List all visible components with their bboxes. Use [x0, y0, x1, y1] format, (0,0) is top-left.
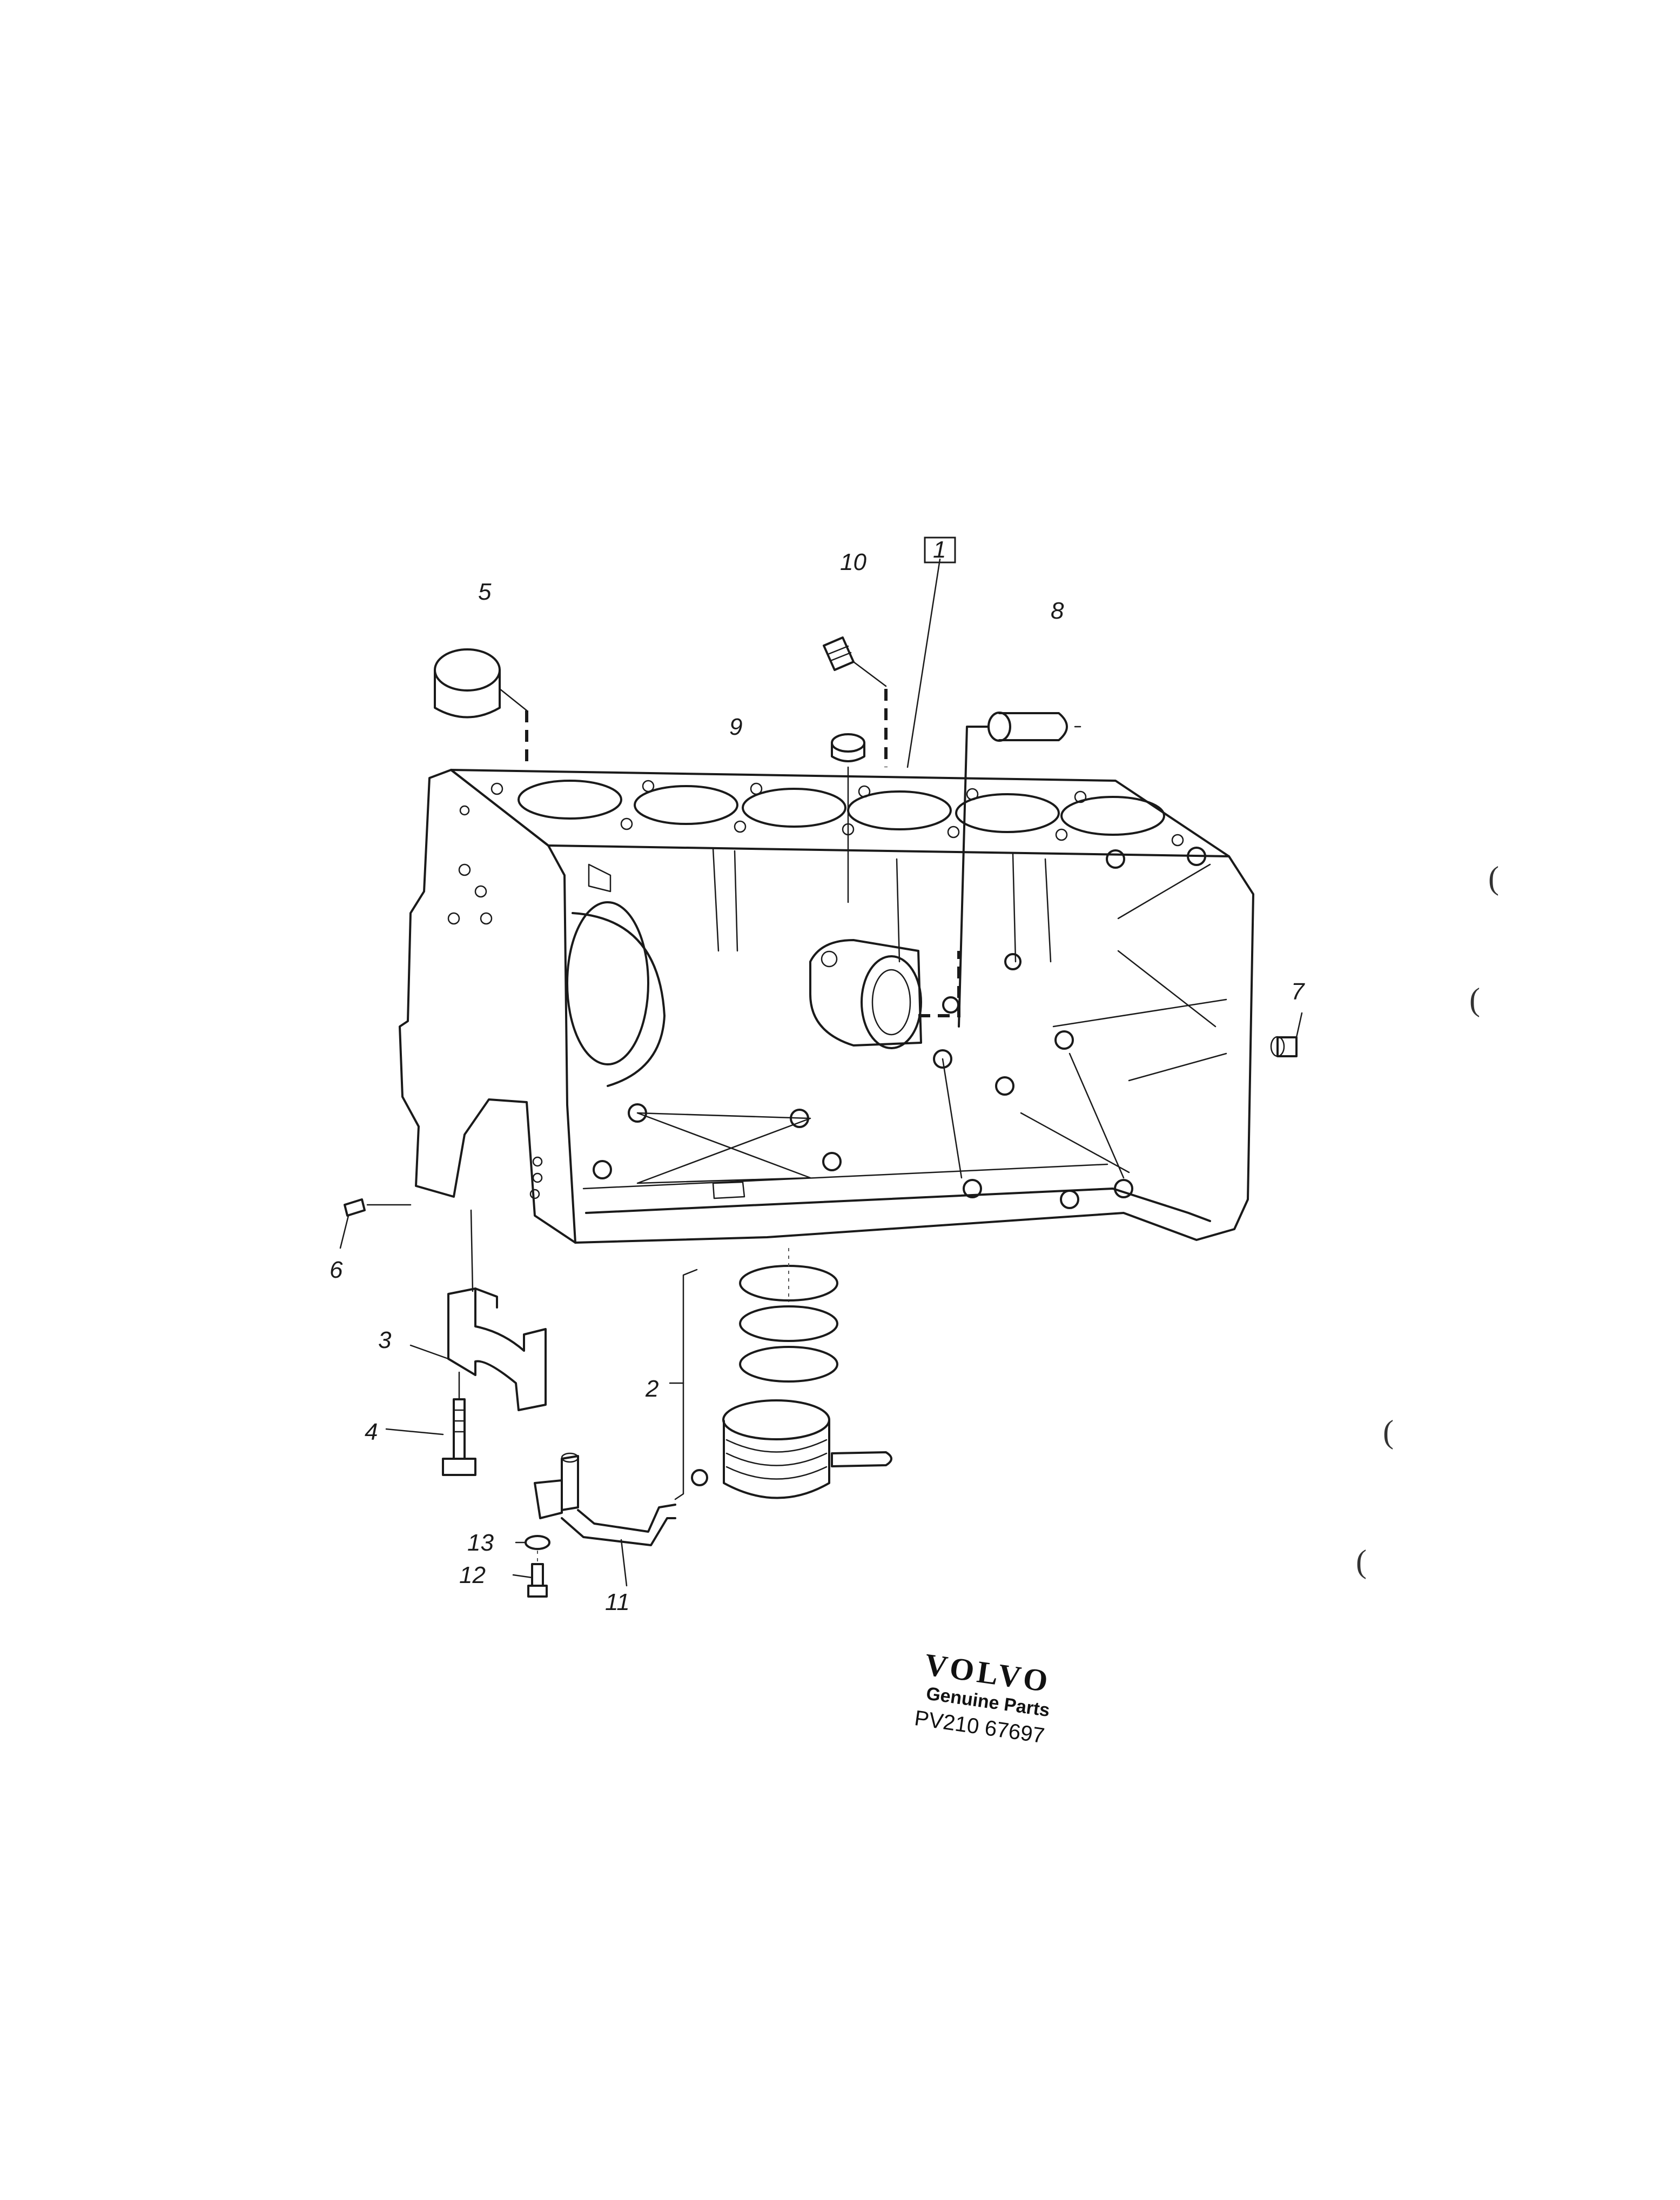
svg-text:1: 1	[933, 536, 946, 563]
callout-1: 1	[924, 536, 956, 564]
main-bearing-cap	[409, 1209, 547, 1411]
water-outlet-housing	[809, 939, 922, 1049]
volvo-genuine-parts-stamp: VOLVO Genuine Parts PV210 67697	[913, 1647, 1053, 1748]
engine-block	[399, 769, 1254, 1244]
callout-2: 2	[645, 1376, 658, 1402]
callout-3: 3	[378, 1327, 392, 1353]
cap-bolt	[385, 1371, 476, 1476]
callout-4: 4	[365, 1419, 378, 1445]
callout-7: 7	[1291, 978, 1305, 1005]
expansion-plug-right	[1270, 1012, 1303, 1057]
seal-ring	[831, 733, 865, 903]
callout-13: 13	[467, 1530, 494, 1556]
callout-6: 6	[330, 1257, 343, 1283]
sleeve-pipe	[918, 712, 1081, 1028]
callout-5: 5	[478, 579, 492, 605]
jet-screw	[512, 1551, 548, 1598]
callout-1-leader	[906, 558, 941, 768]
callout-12: 12	[459, 1562, 486, 1588]
piston-cooling-oil-jet	[534, 1452, 676, 1587]
callout-9: 9	[729, 714, 742, 740]
callout-10: 10	[840, 549, 866, 575]
callout-11: 11	[605, 1589, 630, 1615]
piston-and-rings	[669, 1248, 892, 1500]
margin-mark: (	[1469, 982, 1480, 1017]
dowel-pin	[339, 1198, 412, 1249]
margin-mark: (	[1383, 1414, 1394, 1450]
core-plug	[434, 648, 528, 767]
plug-screw	[823, 636, 888, 767]
margin-mark: (	[1356, 1544, 1367, 1579]
margin-mark: (	[1488, 860, 1499, 896]
cylinder-bores	[518, 780, 1165, 836]
callout-8: 8	[1051, 598, 1064, 624]
washer	[515, 1535, 550, 1550]
